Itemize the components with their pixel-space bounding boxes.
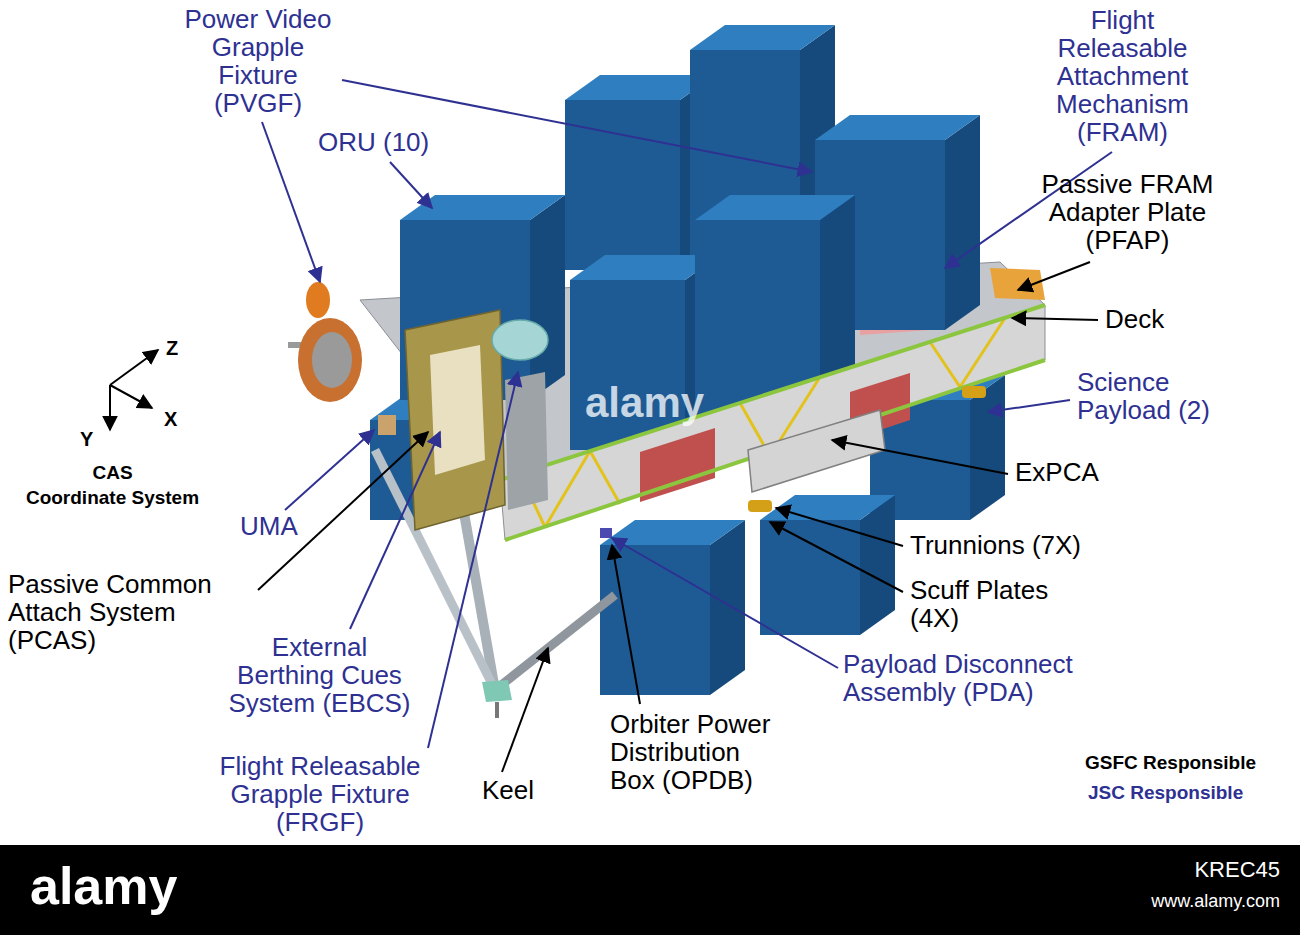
pvgf bbox=[306, 282, 330, 318]
watermark: alamy bbox=[30, 858, 177, 914]
deck-rail bbox=[505, 360, 1045, 540]
part-label: Passive FRAM Adapter Plate (PFAP) bbox=[1030, 170, 1225, 254]
part-label: Flight Releasable Attachment Mechanism (… bbox=[1040, 6, 1205, 146]
part-label: ExPCA bbox=[1015, 458, 1099, 486]
axis-label: Z bbox=[166, 337, 178, 359]
frgf-window bbox=[430, 345, 485, 475]
pcas-disk bbox=[298, 318, 362, 402]
block-side bbox=[710, 520, 745, 695]
part-label: Passive Common Attach System (PCAS) bbox=[8, 570, 223, 654]
block-top bbox=[600, 520, 745, 545]
trunnion bbox=[748, 500, 772, 512]
leader-line bbox=[776, 508, 903, 546]
block-face bbox=[565, 100, 680, 270]
frgf-plate bbox=[405, 310, 505, 530]
leader-line bbox=[285, 430, 374, 510]
leader-line bbox=[342, 80, 812, 172]
keel-fitting bbox=[482, 680, 512, 702]
keel-strut bbox=[495, 595, 615, 690]
watermark: www.alamy.com bbox=[1110, 892, 1280, 911]
grapple-disk bbox=[492, 320, 548, 360]
part-label: UMA bbox=[240, 512, 298, 540]
leader-line bbox=[1012, 318, 1098, 320]
watermark-bar bbox=[0, 845, 1300, 935]
block-top bbox=[815, 115, 980, 140]
leader-line bbox=[1018, 262, 1090, 290]
part-label: ORU (10) bbox=[318, 128, 429, 156]
axis-label: Y bbox=[80, 428, 93, 450]
block-side bbox=[945, 115, 980, 330]
expca-box bbox=[748, 410, 885, 492]
pcas-hub bbox=[312, 332, 352, 388]
trunnion bbox=[962, 386, 986, 398]
axis bbox=[110, 350, 158, 385]
leader-line bbox=[262, 122, 320, 282]
uma-box bbox=[378, 415, 396, 435]
leader-line bbox=[502, 648, 548, 772]
part-label: Trunnions (7X) bbox=[910, 531, 1081, 559]
block-face bbox=[760, 520, 860, 635]
leader-line bbox=[390, 162, 432, 208]
leader-line bbox=[258, 432, 428, 590]
block-side bbox=[530, 195, 565, 400]
payload-block bbox=[600, 520, 745, 695]
payload-block bbox=[760, 495, 895, 635]
axis bbox=[109, 385, 111, 430]
axis-caption: CAS bbox=[10, 462, 215, 483]
axis bbox=[110, 385, 152, 408]
part-label: Power Video Grapple Fixture (PVGF) bbox=[178, 5, 338, 117]
legend-entry: JSC Responsible bbox=[1088, 782, 1243, 804]
part-label: Scuff Plates (4X) bbox=[910, 576, 1065, 632]
truss-members bbox=[520, 318, 1005, 527]
leader-line bbox=[428, 372, 518, 748]
part-label: Flight Releasable Grapple Fixture (FRGF) bbox=[205, 752, 435, 836]
truss-member bbox=[930, 342, 960, 387]
keel-pin bbox=[495, 702, 499, 718]
part-label: Payload Disconnect Assembly (PDA) bbox=[843, 650, 1088, 706]
part-label: Science Payload (2) bbox=[1077, 368, 1227, 424]
block-top bbox=[760, 495, 895, 520]
part-label: External Berthing Cues System (EBCS) bbox=[222, 633, 417, 717]
block-top bbox=[695, 195, 855, 220]
leader-line bbox=[988, 400, 1070, 412]
truss-member bbox=[590, 451, 620, 504]
part-label: Orbiter Power Distribution Box (OPDB) bbox=[610, 710, 782, 794]
deck-truss bbox=[500, 305, 1045, 540]
axis-caption: Coordinate System bbox=[10, 487, 215, 508]
leader-line bbox=[612, 538, 838, 668]
watermark: alamy bbox=[585, 380, 704, 425]
block-top bbox=[690, 25, 835, 50]
leader-line bbox=[770, 522, 903, 592]
adapter-plate bbox=[990, 268, 1045, 300]
watermark: KREC45 bbox=[1110, 858, 1280, 882]
leader-line bbox=[832, 440, 1008, 474]
pda-box bbox=[600, 528, 612, 538]
axes bbox=[110, 350, 158, 430]
part-label: Deck bbox=[1105, 305, 1164, 333]
side-plate bbox=[505, 372, 548, 510]
legend-entry: GSFC Responsible bbox=[1085, 752, 1256, 774]
part-label: Keel bbox=[482, 776, 534, 804]
axis-label: X bbox=[164, 408, 177, 430]
leader-line bbox=[612, 545, 640, 704]
